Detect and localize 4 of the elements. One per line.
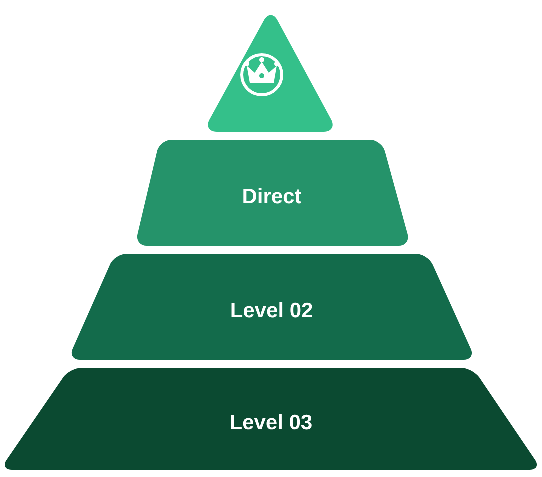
pyramid-tier: Direct (137, 140, 408, 246)
pyramid-tier: Level 03 (5, 368, 538, 470)
pyramid-tier: Level 02 (72, 254, 472, 360)
pyramid-top (208, 15, 333, 132)
